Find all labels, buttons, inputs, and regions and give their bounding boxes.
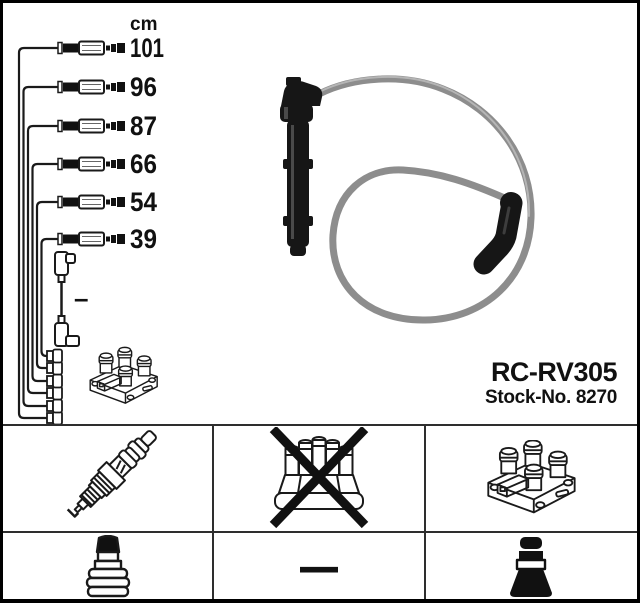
legend-grid: — bbox=[3, 424, 637, 599]
cell-ignition-coil bbox=[425, 426, 637, 533]
dash-icon: — bbox=[299, 535, 338, 599]
spark-plug-icon bbox=[66, 430, 157, 518]
cable-wire bbox=[17, 46, 61, 420]
cell-none: — bbox=[214, 533, 426, 599]
cell-coil-boot bbox=[426, 533, 637, 599]
top-section-drawing: cm 101 96 87 66 54 39 – bbox=[17, 14, 535, 424]
long-boot bbox=[280, 77, 323, 256]
product-code: RC-RV305 bbox=[490, 357, 618, 387]
cable-length-label: 66 bbox=[130, 149, 157, 179]
cable-length-label: 96 bbox=[130, 72, 157, 102]
ignition-coil-drawing bbox=[89, 346, 158, 404]
cable-end bbox=[57, 156, 125, 172]
cable-end bbox=[57, 118, 125, 134]
cable-end bbox=[57, 79, 125, 95]
cable-length-label: 101 bbox=[130, 33, 164, 63]
cable-end bbox=[57, 231, 125, 247]
product-code-block: RC-RV305 Stock-No. 8270 bbox=[484, 357, 618, 409]
cell-plug-connector bbox=[3, 533, 215, 599]
plug-top-connector-icon bbox=[85, 535, 130, 598]
coil-end-connectors bbox=[46, 348, 63, 424]
cable-end bbox=[57, 194, 125, 210]
cable-end-fittings bbox=[57, 40, 125, 247]
stock-number: Stock-No. 8270 bbox=[484, 387, 617, 408]
distributor-cap-crossed-out-icon bbox=[269, 427, 369, 529]
cable-length-label: 54 bbox=[130, 187, 157, 217]
cable-length-label: 39 bbox=[130, 224, 157, 254]
cell-spark-plug bbox=[3, 426, 215, 533]
cable-wire bbox=[40, 237, 61, 358]
cable-wire bbox=[22, 85, 61, 408]
cell-distributor-cap-excluded bbox=[214, 426, 426, 533]
extra-lead-length-dash: – bbox=[74, 283, 88, 313]
cable-wire bbox=[35, 200, 61, 370]
cable-length-label: 87 bbox=[130, 111, 157, 141]
extra-lead-drawing bbox=[54, 251, 80, 347]
elbow-boot bbox=[473, 192, 523, 275]
cable-wire bbox=[26, 124, 61, 395]
cable-photo bbox=[280, 75, 535, 324]
cable-wire bbox=[31, 162, 61, 383]
spark-plug-boot-icon bbox=[510, 537, 553, 597]
ignition-coil-pack-icon bbox=[487, 439, 576, 513]
length-diagram bbox=[17, 46, 61, 420]
cable-end bbox=[57, 40, 125, 56]
unit-label: cm bbox=[130, 14, 157, 35]
cable-wire-photo bbox=[315, 75, 535, 324]
